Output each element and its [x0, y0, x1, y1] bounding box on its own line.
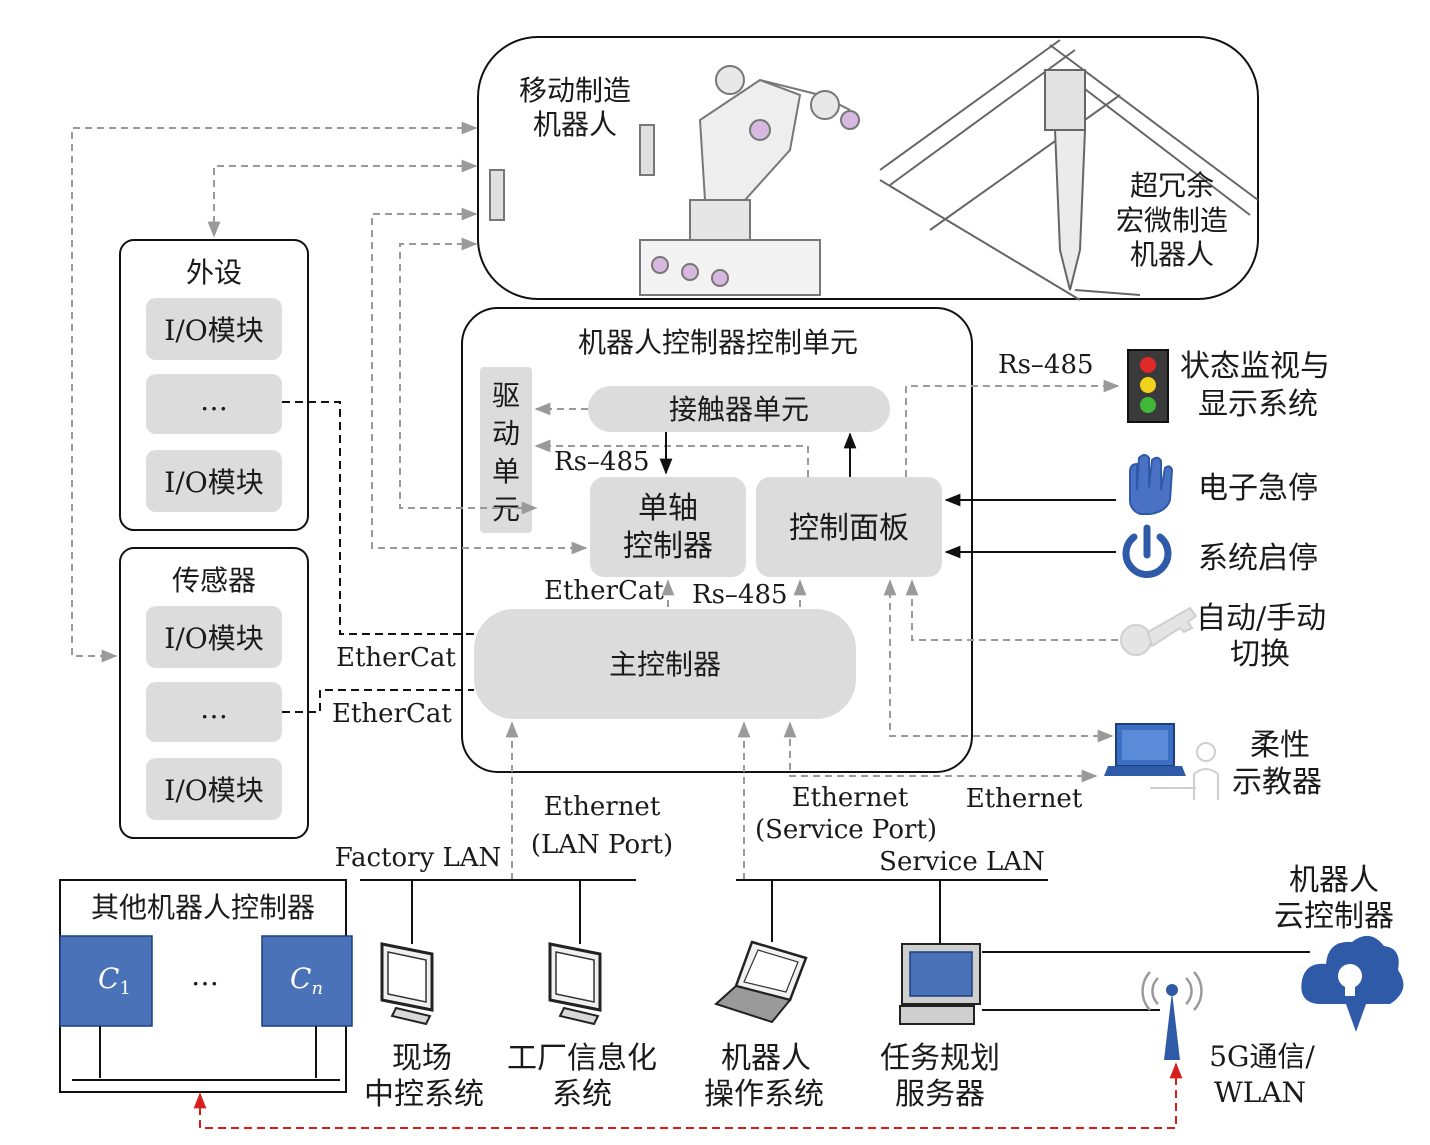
laptop-icon-operator [714, 940, 808, 1024]
peripheral-title: 外设 [186, 256, 242, 289]
task-server-label-1: 任务规划 [880, 1041, 1000, 1076]
power-icon [1122, 524, 1172, 578]
field-control-label-2: 中控系统 [364, 1077, 484, 1112]
ethernet-pendant-label: Ethernet [966, 784, 1083, 814]
drive-unit-char-3: 单 [492, 455, 520, 488]
wireless-link-red [193, 1062, 1183, 1129]
other-controllers-title: 其他机器人控制器 [91, 891, 315, 924]
service-lan-label: Service LAN [879, 847, 1045, 877]
robot-os-label-1: 机器人 [721, 1041, 811, 1076]
hand-stop-icon [1129, 454, 1174, 515]
sensor-io-2-label: … [200, 692, 228, 725]
gantry-robot-illustration [879, 39, 1259, 301]
server-icon [899, 943, 981, 1025]
sensor-io-3 [146, 758, 282, 820]
peripheral-io-1-label: I/O模块 [164, 314, 263, 347]
pendant-label-1: 柔性 [1250, 728, 1310, 763]
controller-ellipsis: … [191, 959, 219, 992]
peripheral-io-3-label: I/O模块 [164, 466, 263, 499]
ethernet-lan-label-1: Ethernet [544, 792, 661, 822]
single-axis-controller [590, 477, 746, 577]
controller-c1 [59, 935, 153, 1027]
key-icon [1120, 606, 1198, 656]
factory-lan-label: Factory LAN [335, 843, 502, 873]
auto-manual-label-2: 切换 [1230, 637, 1290, 672]
sensor-title: 传感器 [172, 564, 256, 597]
ethercat-label-2: EtherCat [332, 699, 452, 729]
control-panel-label: 控制面板 [789, 511, 909, 546]
wireless-label-1: 5G通信/ [1209, 1040, 1315, 1073]
contactor-unit-label: 接触器单元 [669, 393, 809, 426]
redundant-robot-label-1: 超冗余 [1130, 169, 1214, 202]
cloud-label-2: 云控制器 [1274, 899, 1394, 934]
ethernet-service-label-1: Ethernet [792, 783, 909, 813]
monitor-icon-factory [548, 942, 602, 1026]
pendant-label-2: 示教器 [1232, 765, 1322, 800]
monitor-icon-field [380, 942, 434, 1026]
robot-os-label-2: 操作系统 [704, 1077, 824, 1112]
sensor-io-1-label: I/O模块 [164, 622, 263, 655]
antenna-icon [1141, 971, 1203, 1060]
rs485-label-a: Rs–485 [554, 447, 650, 477]
redundant-robot-label-2: 宏微制造 [1116, 204, 1228, 237]
contactor-unit [588, 386, 890, 432]
drive-unit-char-2: 动 [492, 417, 520, 450]
controller-unit-title: 机器人控制器控制单元 [578, 326, 858, 359]
control-panel [756, 477, 942, 577]
factory-it-label-2: 系统 [552, 1077, 612, 1112]
black-dashed-connectors [282, 401, 474, 713]
gray-dashed-connectors [71, 121, 1120, 880]
redundant-robot-label-3: 机器人 [1130, 238, 1214, 271]
ethercat-label-1: EtherCat [336, 643, 456, 673]
server-links [982, 951, 1310, 1011]
peripheral-box: 外设 I/O模块 … I/O模块 [119, 239, 309, 531]
factory-it-label-1: 工厂信息化 [507, 1041, 657, 1076]
peripheral-io-2-label: … [200, 384, 228, 417]
traffic-light-icon [1127, 349, 1169, 423]
controller-cn [261, 935, 353, 1027]
ethercat-inner-label: EtherCat [544, 576, 664, 606]
drive-unit-char-1: 驱 [492, 379, 520, 412]
robots-panel: 移动制造 机器人 超冗余 宏微制造 机器人 [477, 36, 1259, 301]
drive-unit-char-4: 元 [492, 493, 520, 526]
rs485-label-b: Rs–485 [692, 580, 788, 610]
sensor-io-3-label: I/O模块 [164, 774, 263, 807]
cloud-icon [1301, 935, 1404, 1032]
auto-manual-label-1: 自动/手动 [1196, 601, 1326, 636]
single-axis-label-2: 控制器 [623, 529, 713, 564]
controller-c1-label: C1 [98, 962, 131, 999]
solid-arrows [659, 432, 1116, 559]
field-control-label-1: 现场 [392, 1041, 452, 1076]
rs485-status-label: Rs–485 [998, 350, 1094, 380]
ethernet-lan-label-2: (LAN Port) [531, 830, 673, 860]
sensor-io-2 [146, 682, 282, 742]
mobile-robot-illustration [489, 65, 860, 296]
status-system-label-1: 状态监视与 [1180, 349, 1330, 384]
person-icon [1150, 742, 1219, 800]
estop-label: 电子急停 [1198, 471, 1318, 506]
task-server-label-2: 服务器 [895, 1077, 985, 1112]
single-axis-label-1: 单轴 [638, 491, 698, 526]
start-stop-label: 系统启停 [1198, 541, 1318, 576]
sensor-box: 传感器 I/O模块 … I/O模块 [119, 547, 309, 839]
main-controller-label: 主控制器 [609, 648, 721, 681]
ethernet-service-label-2: (Service Port) [755, 815, 937, 845]
laptop-icon [1104, 723, 1186, 776]
status-system-label-2: 显示系统 [1198, 387, 1318, 422]
main-controller [474, 609, 856, 719]
lan-buses [360, 879, 1048, 944]
mobile-robot-label-1: 移动制造 [519, 74, 631, 107]
cloud-label-1: 机器人 [1289, 863, 1379, 898]
other-controllers-box: 其他机器人控制器 C1 … Cn [59, 879, 353, 1093]
mobile-robot-label-2: 机器人 [533, 108, 617, 141]
controller-unit: 机器人控制器控制单元 驱 动 单 元 接触器单元 单轴 控制器 控制面板 主控制… [461, 307, 973, 773]
wireless-label-2: WLAN [1214, 1076, 1306, 1109]
controller-cn-label: Cn [290, 962, 323, 999]
